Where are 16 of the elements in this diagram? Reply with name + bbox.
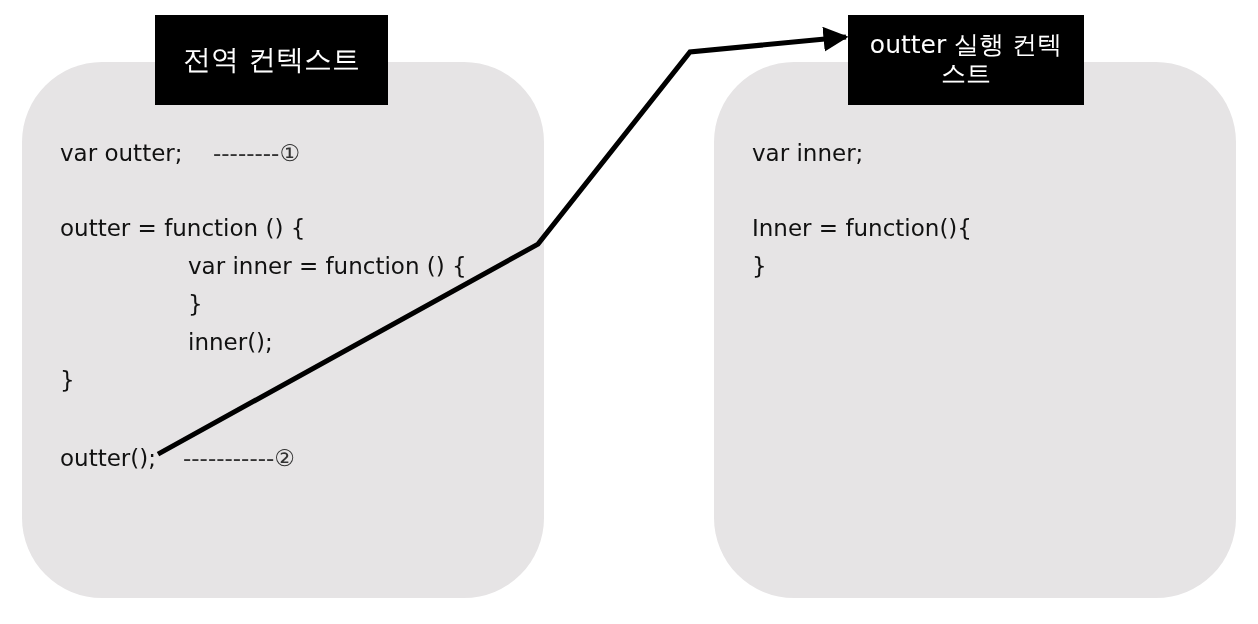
code-line: var inner = function () { (188, 253, 467, 279)
code-line: Inner = function(){ (752, 215, 972, 241)
title-label: 전역 컨텍스트 (155, 15, 388, 105)
arrow (156, 26, 849, 457)
context-panel (714, 62, 1236, 598)
code-line: } (188, 291, 203, 317)
code-line: outter(); (60, 445, 156, 471)
code-line: var inner; (752, 140, 864, 166)
code-line: outter = function () { (60, 215, 306, 241)
callout-number: --------① (213, 140, 300, 166)
code-line: } (60, 367, 75, 393)
callout-number: -----------② (183, 445, 295, 471)
code-line: } (752, 253, 767, 279)
code-line: var outter; (60, 140, 183, 166)
code-line: inner(); (188, 329, 273, 355)
title-label: outter 실행 컨텍스트 (848, 15, 1084, 105)
